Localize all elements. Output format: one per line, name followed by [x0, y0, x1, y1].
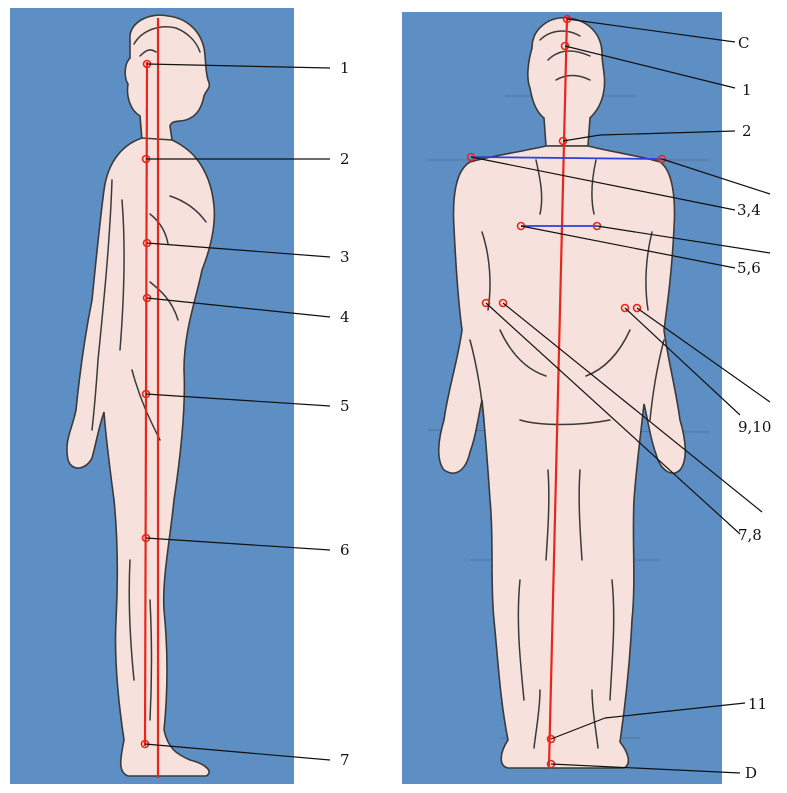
- back-label-2: 2: [742, 122, 752, 140]
- back-label-9-10: 9,10: [738, 418, 771, 436]
- side-label-1: 1: [340, 59, 350, 77]
- side-label-5: 5: [340, 397, 350, 415]
- back-label-11: 11: [748, 695, 767, 713]
- side-label-7: 7: [340, 751, 350, 769]
- side-view-panel: 1 2 3 4 5 6 7: [10, 8, 350, 784]
- back-label-3-4: 3,4: [737, 201, 761, 219]
- side-label-4: 4: [340, 308, 350, 326]
- back-label-7-8: 7,8: [738, 526, 762, 544]
- back-label-d: D: [745, 764, 757, 782]
- back-view-labels: C 1 2 3,4 5,6 9,10 7,8 11 D: [737, 34, 771, 782]
- back-view-panel: C 1 2 3,4 5,6 9,10 7,8 11 D: [402, 12, 771, 784]
- back-label-c: C: [738, 34, 749, 52]
- back-label-1: 1: [742, 81, 752, 99]
- side-label-6: 6: [340, 541, 350, 559]
- side-label-2: 2: [340, 150, 350, 168]
- side-label-3: 3: [340, 248, 350, 266]
- back-label-5-6: 5,6: [737, 259, 761, 277]
- side-view-labels: 1 2 3 4 5 6 7: [340, 59, 350, 769]
